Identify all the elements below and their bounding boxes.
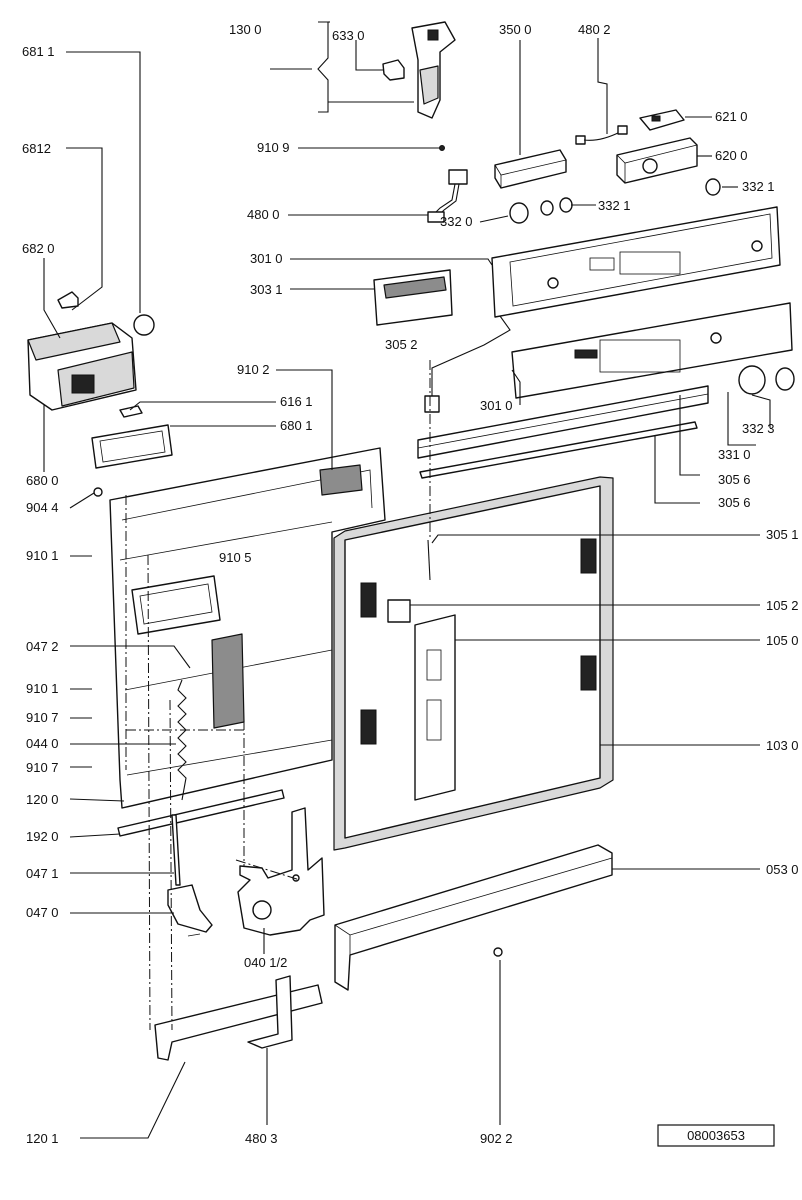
- part-rail-3056-b: [419, 421, 698, 479]
- label-6200: 620 0: [715, 148, 748, 163]
- label-1200: 120 0: [26, 792, 59, 807]
- part-profile-0530: [334, 844, 613, 991]
- label-6812: 6812: [22, 141, 51, 156]
- label-6811: 681 1: [22, 44, 55, 59]
- label-3500: 350 0: [499, 22, 532, 37]
- label-0530: 053 0: [766, 862, 799, 877]
- part-cap-6811: [133, 314, 155, 336]
- label-6820: 682 0: [22, 241, 55, 256]
- label-9101-b: 910 1: [26, 681, 59, 696]
- label-3010-a: 301 0: [250, 251, 283, 266]
- part-dispenser-6820: [27, 322, 137, 411]
- label-0470: 047 0: [26, 905, 59, 920]
- label-0472: 047 2: [26, 639, 59, 654]
- part-bar-3500: [494, 149, 567, 189]
- label-3321-b: 332 1: [598, 198, 631, 213]
- label-0440: 044 0: [26, 736, 59, 751]
- label-9107-a: 910 7: [26, 710, 59, 725]
- label-0471: 047 1: [26, 866, 59, 881]
- part-rod-0471: [171, 814, 181, 886]
- label-1050: 105 0: [766, 633, 799, 648]
- part-labels: 681 1 6812 682 0 130 0 633 0 910 9 480 0…: [22, 22, 799, 1146]
- part-module-6210: [639, 109, 685, 131]
- label-1052: 105 2: [766, 598, 799, 613]
- assembly-lines: [125, 360, 431, 1031]
- label-3056-b: 305 6: [718, 495, 751, 510]
- part-seal-6161: [119, 405, 143, 418]
- document-number: 08003653: [687, 1128, 745, 1143]
- label-3321-a: 332 1: [742, 179, 775, 194]
- label-4800: 480 0: [247, 207, 280, 222]
- part-inner-door-1200: [93, 447, 386, 809]
- part-bracket-3052: [424, 395, 440, 413]
- document-number-box: 08003653: [657, 1124, 775, 1147]
- part-screw-9109: [439, 145, 445, 151]
- label-3320: 332 0: [440, 214, 473, 229]
- label-6161: 616 1: [280, 394, 313, 409]
- leader-lines: [43, 21, 771, 1139]
- label-4802: 480 2: [578, 22, 611, 37]
- part-cap-6812: [57, 291, 79, 309]
- part-screw-9022: [493, 947, 503, 957]
- label-3031: 303 1: [250, 282, 283, 297]
- part-hinge-clip: [411, 21, 456, 119]
- part-wiring-harness: [427, 169, 468, 223]
- part-bracket-4803: [247, 975, 293, 1049]
- label-3051: 305 1: [766, 527, 799, 542]
- label-3310: 331 0: [718, 447, 751, 462]
- part-rail-3056-a: [417, 385, 709, 459]
- part-spring-0440: [177, 679, 187, 801]
- label-9022: 902 2: [480, 1131, 513, 1146]
- part-cable-4802: [575, 125, 628, 145]
- part-knob-3310: [738, 365, 766, 395]
- part-control-board-6200: [616, 137, 698, 184]
- label-3010-b: 301 0: [480, 398, 513, 413]
- label-9109: 910 9: [257, 140, 290, 155]
- label-9102: 910 2: [237, 362, 270, 377]
- label-9107-b: 910 7: [26, 760, 59, 775]
- part-small-clip: [382, 59, 405, 81]
- part-link-0470: [167, 884, 213, 937]
- part-control-panel-3010: [491, 206, 781, 318]
- part-clip-1052: [387, 599, 411, 623]
- label-3323: 332 3: [742, 421, 775, 436]
- label-1201: 120 1: [26, 1131, 59, 1146]
- label-9105: 910 5: [219, 550, 252, 565]
- part-rail-1201: [154, 984, 323, 1061]
- label-4803: 480 3: [245, 1131, 278, 1146]
- part-strip-1920: [117, 789, 285, 837]
- label-3052: 305 2: [385, 337, 418, 352]
- label-1920: 192 0: [26, 829, 59, 844]
- part-knob-3320: [509, 202, 529, 224]
- label-1030: 103 0: [766, 738, 799, 753]
- label-6210: 621 0: [715, 109, 748, 124]
- label-0401: 040 1/2: [244, 955, 287, 970]
- part-door-panel-1030: [333, 476, 614, 851]
- label-6330: 633 0: [332, 28, 365, 43]
- part-knob-3321-a: [705, 178, 721, 196]
- part-rod-3051: [427, 539, 431, 581]
- part-knob-3323: [775, 367, 795, 391]
- part-handle-3031: [373, 269, 453, 326]
- part-hinge-0401: [237, 807, 325, 936]
- part-knob-3321-b: [540, 197, 573, 216]
- label-9044: 904 4: [26, 500, 59, 515]
- part-gasket-6801: [91, 424, 173, 469]
- part-front-panel-3010: [511, 302, 793, 399]
- label-1300: 130 0: [229, 22, 262, 37]
- label-6801: 680 1: [280, 418, 313, 433]
- label-6800: 680 0: [26, 473, 59, 488]
- label-3056-a: 305 6: [718, 472, 751, 487]
- label-9101-a: 910 1: [26, 548, 59, 563]
